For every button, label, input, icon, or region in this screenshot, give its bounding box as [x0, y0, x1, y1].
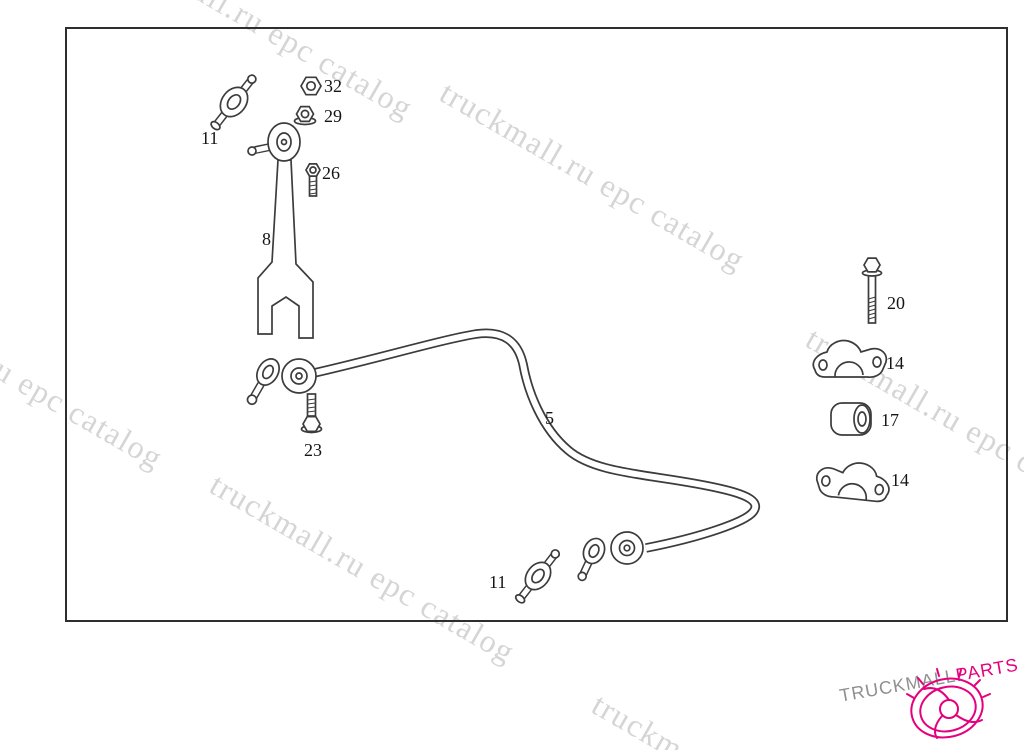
link-11-top — [210, 74, 257, 131]
part-label-11-bottom: 11 — [489, 572, 507, 592]
part-label-32: 32 — [324, 76, 342, 96]
bolt-26-icon — [305, 163, 321, 197]
part-label-29: 29 — [324, 106, 342, 126]
bolt-20-icon — [861, 257, 883, 324]
link-arm-8 — [257, 159, 314, 339]
bar-end-link-left — [246, 358, 317, 406]
stabilizer-bar-5 — [312, 328, 760, 553]
nut-29-icon — [293, 105, 317, 126]
link-11-bottom — [514, 549, 561, 604]
part-label-17: 17 — [881, 410, 899, 430]
part-label-11-top: 11 — [201, 128, 219, 148]
bushing-17 — [830, 402, 872, 436]
part-label-14-top: 14 — [886, 353, 904, 373]
clamp-14-top — [812, 339, 888, 379]
bushing-top-8 — [247, 122, 301, 162]
clamp-14-bottom — [816, 462, 890, 503]
nut-32-icon — [300, 76, 322, 96]
part-label-26: 26 — [322, 163, 340, 183]
gear-logo-icon — [906, 668, 991, 739]
part-label-8: 8 — [262, 229, 271, 249]
part-label-23: 23 — [304, 440, 322, 460]
part-label-20: 20 — [887, 293, 905, 313]
bolt-23-icon — [300, 393, 323, 434]
part-label-14-bottom: 14 — [891, 470, 909, 490]
bar-end-link-right — [577, 531, 644, 582]
part-label-5: 5 — [545, 408, 554, 428]
